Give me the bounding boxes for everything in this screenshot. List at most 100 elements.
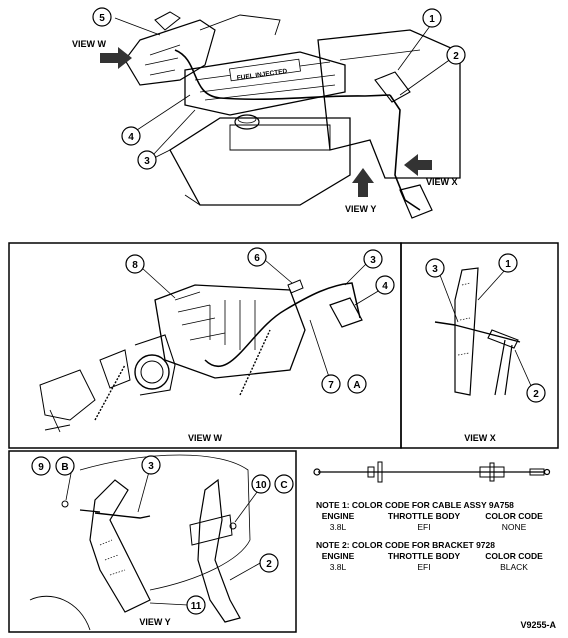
note-1-throttle-value: EFI [417,522,430,532]
pedal-bracket-x [454,267,479,396]
svg-text:10: 10 [255,480,267,491]
svg-text:7: 7 [328,380,334,391]
svg-text:4: 4 [128,132,134,143]
callout-7: 7 [321,374,341,394]
intake-manifold [184,51,346,116]
pedal-mount-bracket [89,479,151,613]
callout-3: 3 [137,150,157,170]
callout-a: A [347,374,367,394]
note-1-header-throttle: THROTTLE BODY [388,511,461,521]
callout-11: 11 [186,595,206,615]
svg-text:A: A [353,380,360,391]
view-y-callouts: 9 B 3 10 C 2 11 [31,455,294,615]
svg-text:B: B [61,462,68,473]
callout-3-w: 3 [363,249,383,269]
note-1-header-color: COLOR CODE [485,511,543,521]
note-2-header-engine: ENGINE [322,551,355,561]
cable-end-x [434,321,521,343]
note-1-title: NOTE 1: COLOR CODE FOR CABLE ASSY 9A758 [316,500,514,510]
throttle-body-bore [134,354,170,390]
svg-text:11: 11 [191,601,202,612]
svg-text:1: 1 [505,259,511,270]
note-2-title: NOTE 2: COLOR CODE FOR BRACKET 9728 [316,540,495,550]
svg-text:3: 3 [370,255,376,266]
cable-assembly-illustration [313,461,551,483]
svg-text:9: 9 [38,462,44,473]
callout-2: 2 [446,45,466,65]
dash-panel-outline [79,454,251,591]
throttle-cable-view-y [94,512,151,519]
panel-view-y-label: VIEW Y [139,617,170,627]
svg-text:2: 2 [533,389,539,400]
callout-3-y: 3 [141,455,161,475]
note-2-throttle-value: EFI [417,562,430,572]
callout-1-x: 1 [498,253,518,273]
panel-view-x-label: VIEW X [464,433,496,443]
intake-manifold-detail [154,284,306,379]
svg-text:3: 3 [144,156,150,167]
callout-8: 8 [125,254,145,274]
view-w-arrow [100,47,132,69]
panel-view-w-label: VIEW W [188,433,223,443]
callout-3-x: 3 [425,258,445,278]
note-2-engine-value: 3.8L [330,562,347,572]
callout-6: 6 [247,247,267,267]
callout-2-y: 2 [259,553,279,573]
svg-text:5: 5 [99,13,105,24]
view-x-arrow [404,154,432,176]
svg-text:2: 2 [266,559,272,570]
view-w-label: VIEW W [72,39,107,49]
view-x-label: VIEW X [426,177,458,187]
bolt-6 [287,279,304,294]
figure-id: V9255-A [520,620,556,630]
callout-10: 10 [251,474,271,494]
throttle-cable [174,49,391,101]
svg-text:4: 4 [382,281,388,292]
threaded-rod [94,364,126,421]
view-w-callouts: 8 6 3 4 7 A [125,247,395,394]
note-2-header-color: COLOR CODE [485,551,543,561]
svg-text:C: C [280,480,287,491]
callout-4: 4 [121,126,141,146]
note-1-header-engine: ENGINE [322,511,355,521]
svg-text:6: 6 [254,253,260,264]
svg-text:3: 3 [148,461,154,472]
callout-5: 5 [92,7,112,27]
svg-text:3: 3 [432,264,438,275]
panel-view-y [8,450,297,633]
cable-bracket [329,297,363,328]
note-2-color-value: BLACK [500,562,528,572]
note-2-header-throttle: THROTTLE BODY [388,551,461,561]
engine-overview-illustration: FUEL INJECTED [100,11,461,219]
pedal-arm-x [494,339,513,396]
air-intake-components [124,19,216,86]
throttle-cable-view-w [204,282,361,368]
svg-text:2: 2 [453,51,459,62]
top-callouts: 5 1 2 4 3 [92,7,466,170]
panel-view-w [8,242,402,449]
callout-2-x: 2 [526,383,546,403]
callout-1: 1 [422,8,442,28]
firewall-panel [317,29,461,179]
callout-4-w: 4 [375,275,395,295]
panel-view-x [400,242,559,449]
note-1-engine-value: 3.8L [330,522,347,532]
svg-text:1: 1 [429,14,435,25]
view-w-illustration [39,259,381,433]
svg-text:8: 8 [132,260,138,271]
note-1-color-value: NONE [502,522,527,532]
view-x-illustration [434,267,533,396]
callout-c: C [274,474,294,494]
view-y-arrow [352,168,374,197]
note-2: NOTE 2: COLOR CODE FOR BRACKET 9728 ENGI… [316,540,543,572]
note-1: NOTE 1: COLOR CODE FOR CABLE ASSY 9A758 … [316,500,543,532]
callout-b: B [55,456,75,476]
view-x-callouts: 3 1 2 [425,253,546,403]
view-y-label: VIEW Y [345,204,376,214]
engine-block [169,117,351,206]
accelerator-pedal-arm [389,94,421,211]
callout-9: 9 [31,456,51,476]
view-y-illustration [29,454,263,631]
pedal-arm-y [197,478,241,623]
